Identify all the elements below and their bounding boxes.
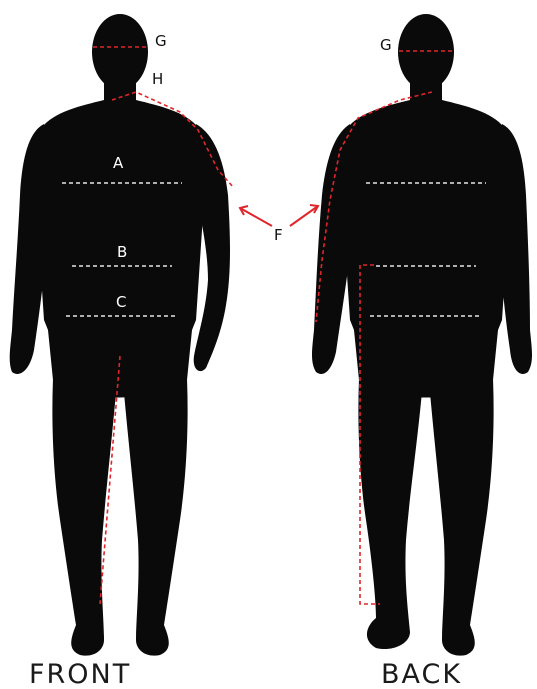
label-d: D: [116, 478, 128, 496]
label-b: B: [117, 243, 127, 261]
label-g-front: G: [155, 32, 167, 50]
f-arrow-left: [240, 208, 272, 226]
front-figure: A B C D G H FRONT: [10, 14, 234, 689]
label-f: F: [274, 226, 283, 244]
back-title: BACK: [381, 659, 462, 689]
label-h: H: [152, 70, 163, 88]
front-silhouette: [10, 14, 230, 656]
f-callout: F: [240, 205, 318, 244]
label-e: E: [342, 431, 351, 449]
back-figure: G E BACK: [312, 14, 532, 689]
front-title: FRONT: [29, 659, 131, 689]
label-g-back: G: [380, 36, 392, 54]
f-arrow-right: [290, 206, 318, 226]
label-c: C: [116, 293, 126, 311]
back-silhouette: [312, 14, 532, 656]
label-a: A: [113, 154, 124, 172]
